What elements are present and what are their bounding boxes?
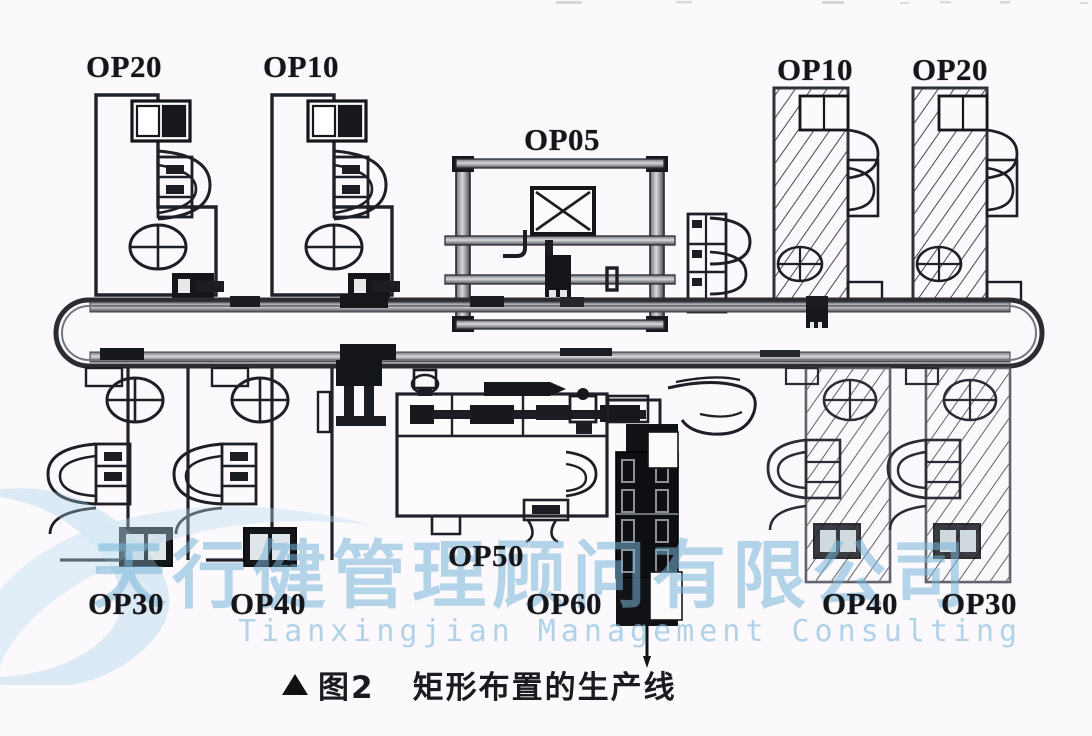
label-op50-center: OP50 <box>448 538 525 573</box>
label-op10-top-right: OP10 <box>777 52 854 87</box>
station-op20-top-right <box>911 86 1023 304</box>
station-op05-gantry <box>444 156 676 332</box>
robot-feeder-center-left <box>316 360 386 434</box>
label-op60-center: OP60 <box>526 586 603 621</box>
station-op30-bottom-right <box>886 366 1012 584</box>
station-op40-bottom-left <box>172 366 334 567</box>
label-op20-top-left: OP20 <box>86 49 163 84</box>
triangle-marker-icon <box>282 674 308 695</box>
station-op30-bottom-left <box>46 366 190 567</box>
station-op60-rack <box>615 424 683 668</box>
station-op40-bottom-right <box>766 366 892 584</box>
station-op10-top-left <box>270 93 400 299</box>
station-op20-top-left <box>94 93 224 299</box>
curved-chute <box>667 376 757 436</box>
caption-title: 矩形布置的生产线 <box>412 670 677 706</box>
label-op20-top-right: OP20 <box>912 52 989 87</box>
label-op30-bottom-left: OP30 <box>88 586 165 621</box>
small-rack-right-of-op05 <box>686 212 752 314</box>
cropped-text-remnants <box>556 1 1088 4</box>
label-op10-top-left: OP10 <box>263 49 340 84</box>
label-op40-bottom-left: OP40 <box>230 586 307 621</box>
label-op30-bottom-right: OP30 <box>941 586 1018 621</box>
label-op40-bottom-right: OP40 <box>822 586 899 621</box>
caption-number: 图2 <box>318 670 375 706</box>
label-op05-center: OP05 <box>524 122 601 157</box>
station-op50-machine <box>395 368 662 544</box>
station-op10-top-right <box>772 86 884 304</box>
conveyor-loop <box>53 294 1045 369</box>
figure-caption: 图2 矩形布置的生产线 <box>282 662 677 707</box>
